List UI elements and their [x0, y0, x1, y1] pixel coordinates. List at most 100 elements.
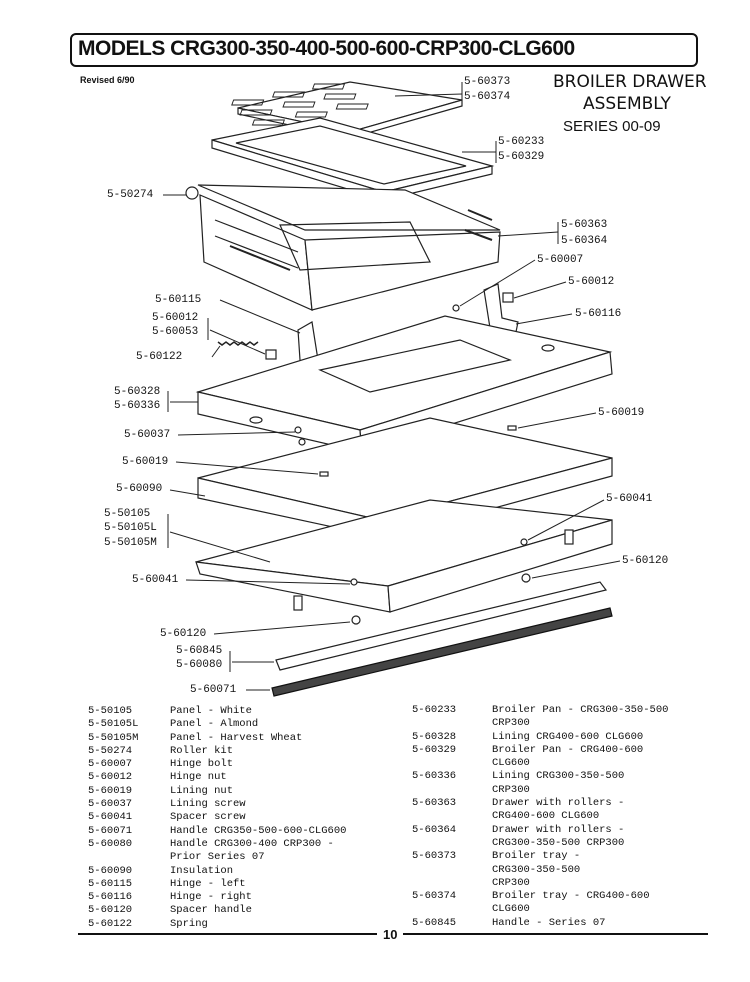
parts-row: CRP300	[412, 877, 712, 890]
callout-5-60012: 5-60012	[568, 276, 615, 288]
part-description: Spacer screw	[170, 811, 246, 824]
callout-5-60845: 5-60845	[176, 645, 223, 657]
parts-row: 5-60080 Handle CRG300-400 CRP300 -	[88, 838, 418, 851]
broiler-pan	[211, 117, 495, 201]
part-number: 5-50274	[88, 744, 133, 757]
part-description: Handle - Series 07	[492, 916, 606, 929]
revised-date: Revised 6/90	[80, 75, 135, 85]
callout-5-50274: 5-50274	[107, 189, 154, 201]
part-description: CRP300	[492, 783, 530, 796]
leader-lines	[163, 82, 621, 691]
part-description: Handle CRG300-400 CRP300 -	[170, 837, 334, 850]
part-description: CRP300	[492, 876, 530, 889]
callout-5-60037: 5-60037	[124, 429, 171, 441]
callout-5-60071: 5-60071	[190, 684, 237, 696]
callout-5-60053: 5-60053	[152, 326, 199, 338]
callout-5-60007: 5-60007	[537, 254, 584, 266]
parts-row: 5-60329 Broiler Pan - CRG400-600	[412, 744, 712, 757]
parts-row: 5-60373 Broiler tray -	[412, 850, 712, 863]
part-number: 5-60041	[88, 811, 133, 824]
callout-5-60120-left: 5-60120	[160, 628, 207, 640]
part-number: 5-50105	[88, 705, 133, 717]
part-number: 5-60080	[88, 837, 133, 850]
models-title: MODELS CRG300-350-400-500-600-CRP300-CLG…	[78, 37, 575, 60]
part-description: Drawer with rollers -	[492, 823, 625, 836]
callout-5-50105M: 5-50105M	[104, 537, 157, 549]
callout-5-60019-right: 5-60019	[598, 407, 645, 419]
callout-5-60116: 5-60116	[575, 308, 622, 320]
series-title: SERIES 00-09	[563, 118, 661, 135]
callout-5-60329: 5-60329	[498, 151, 545, 163]
part-number: 5-60037	[88, 798, 133, 811]
parts-row: 5-60363 Drawer with rollers -	[412, 797, 712, 810]
part-description: Drawer with rollers -	[492, 797, 625, 810]
part-description: Hinge - left	[170, 877, 246, 890]
callout-5-60122: 5-60122	[136, 351, 183, 363]
part-description: Broiler Pan - CRG400-600	[492, 743, 644, 756]
part-number: 5-60019	[88, 784, 133, 797]
parts-row: 5-60233 Broiler Pan - CRG300-350-500	[412, 704, 712, 717]
parts-row: 5-50274 Roller kit	[88, 745, 418, 758]
handle	[271, 581, 613, 697]
part-number: 5-50105L	[88, 718, 139, 731]
page-number: 10	[377, 927, 404, 942]
parts-row: CRP300	[412, 784, 712, 797]
part-number: 5-60090	[88, 864, 133, 877]
parts-row: CRP300	[412, 717, 712, 730]
part-number: 5-60373	[412, 850, 457, 863]
part-description: Hinge - right	[170, 891, 252, 904]
part-number: 5-60336	[412, 770, 457, 783]
part-description: Spacer handle	[170, 904, 252, 917]
part-number: 5-60329	[412, 743, 457, 756]
part-description: CRG300-350-500 CRP300	[492, 836, 625, 849]
callout-5-60012-left: 5-60012	[152, 312, 199, 324]
part-number: 5-60374	[412, 890, 457, 903]
callout-5-60364: 5-60364	[561, 235, 608, 247]
part-description: Lining nut	[170, 784, 234, 797]
parts-row: 5-60041 Spacer screw	[88, 811, 418, 824]
callout-5-60328: 5-60328	[114, 386, 161, 398]
parts-row: 5-50105M Panel - Harvest Wheat	[88, 732, 418, 745]
part-description: Insulation	[170, 864, 234, 877]
part-description: Handle CRG350-500-600-CLG600	[170, 824, 347, 837]
parts-list-right: 5-60233 Broiler Pan - CRG300-350-500 CRP3…	[412, 704, 712, 930]
part-description: Lining CRG400-600 CLG600	[492, 730, 644, 743]
callout-5-50105L: 5-50105L	[104, 522, 157, 534]
part-description: Broiler Pan - CRG300-350-500	[492, 704, 669, 716]
part-number: 5-60012	[88, 771, 133, 784]
part-number: 5-60845	[412, 916, 457, 929]
part-description: CRG300-350-500	[492, 863, 581, 876]
part-number: 5-60007	[88, 758, 133, 771]
assembly-title-line2: ASSEMBLY	[583, 94, 671, 114]
part-number: 5-60233	[412, 704, 457, 716]
part-description: Panel - Harvest Wheat	[170, 731, 303, 744]
part-description: Roller kit	[170, 744, 234, 757]
part-description: Panel - Almond	[170, 718, 259, 731]
panel	[195, 499, 613, 613]
part-number: 5-60328	[412, 730, 457, 743]
part-description: Prior Series 07	[170, 851, 265, 864]
parts-row: 5-60090 Insulation	[88, 865, 418, 878]
callout-5-60374: 5-60374	[464, 91, 511, 103]
part-description: Broiler tray -	[492, 850, 581, 863]
part-description: CRG400-600 CLG600	[492, 810, 600, 823]
part-number: 5-50105M	[88, 731, 139, 744]
parts-row: CRG300-350-500	[412, 864, 712, 877]
callout-5-60120-right: 5-60120	[622, 555, 669, 567]
part-number: 5-60363	[412, 797, 457, 810]
part-description: CLG600	[492, 903, 530, 916]
part-description: CRP300	[492, 717, 530, 730]
part-description: Hinge bolt	[170, 758, 234, 771]
callout-5-60080: 5-60080	[176, 659, 223, 671]
